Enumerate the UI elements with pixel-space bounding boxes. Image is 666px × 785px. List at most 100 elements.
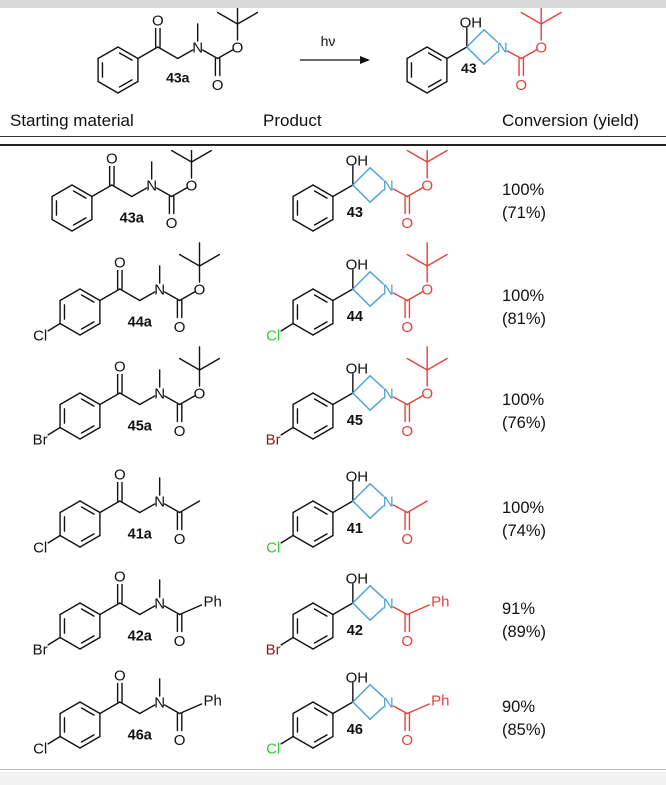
bond (216, 49, 234, 60)
azetidine-bond (369, 167, 385, 181)
halogen-bond (280, 636, 294, 646)
oxygen-atom: O (152, 13, 164, 30)
bond (99, 500, 121, 514)
bond (406, 187, 423, 198)
bond (119, 392, 141, 406)
ring-bond (59, 701, 81, 715)
halogen-atom: Cl (33, 327, 47, 344)
ring-bond (292, 288, 314, 302)
azetidine-bond (369, 684, 385, 698)
bond (155, 187, 173, 198)
bond (139, 291, 156, 302)
azetidine-bond (352, 602, 371, 621)
azetidine-bond (466, 29, 485, 48)
bond (332, 288, 354, 302)
bond (99, 392, 121, 406)
aryl-ring (292, 500, 334, 548)
bond (157, 46, 179, 60)
azetidine-nitrogen-atom: N (383, 494, 394, 511)
ring-double-bond (80, 707, 95, 716)
hydroxyl-label: OH (346, 469, 369, 486)
ring-bond (79, 500, 101, 514)
tbu-methyl-bond (426, 150, 448, 163)
product-label: 41 (347, 521, 363, 537)
ring-double-bond (313, 294, 328, 303)
halogen-atom: Cl (33, 740, 47, 757)
ring-double-bond (80, 608, 95, 617)
azetidine-bond (369, 706, 385, 720)
azetidine-bond (369, 607, 385, 621)
ring-bond (79, 288, 101, 302)
bond (139, 605, 156, 616)
bond (163, 503, 181, 514)
bond (163, 395, 181, 406)
azetidine-bond (466, 46, 485, 65)
ring-bond (426, 80, 448, 94)
azetidine-bond (352, 184, 371, 203)
bond (406, 703, 430, 715)
ring-bond (117, 80, 139, 94)
ester-oxygen-atom: O (535, 40, 547, 57)
halogen-bond (47, 735, 61, 745)
ring-bond (292, 426, 314, 440)
bond (163, 605, 181, 616)
phenyl-group-label: Ph (204, 693, 222, 710)
nitrogen-atom: N (192, 40, 203, 57)
azetidine-bond (352, 375, 371, 394)
carbonyl-oxygen-atom: O (401, 732, 413, 749)
tbu-methyl-bond (190, 150, 213, 163)
ring-bond (97, 80, 119, 94)
ring-double-bond (313, 398, 328, 407)
ring-bond (312, 500, 334, 514)
ring-double-bond (80, 635, 95, 644)
ester-oxygen-atom: O (421, 282, 433, 299)
bond (139, 704, 156, 715)
oxygen-atom: O (174, 423, 186, 440)
ring-bond (117, 46, 139, 60)
carbamate-bond (392, 504, 408, 514)
conversion-value: 100% (502, 499, 545, 517)
hydroxyl-label: OH (460, 15, 483, 32)
oxygen-atom: O (114, 668, 126, 685)
carbamate-bond (392, 705, 408, 715)
tbu-methyl-bond (198, 357, 221, 371)
azetidine-bond (369, 189, 385, 203)
phenyl-group-label: Ph (431, 594, 449, 611)
azetidine-bond (352, 500, 371, 519)
bond (99, 602, 121, 616)
tbu-methyl-bond (426, 357, 448, 371)
ring-bond (51, 184, 73, 198)
bond (520, 49, 537, 60)
ring-bond (292, 602, 314, 616)
azetidine-bond (352, 701, 371, 720)
product-label: 42 (347, 623, 363, 639)
oxygen-atom: O (174, 633, 186, 650)
ring-bond (59, 322, 81, 336)
product-label: 45 (347, 413, 363, 429)
bond (406, 291, 423, 302)
phenyl-group-label: Ph (204, 594, 222, 611)
header-rule (0, 136, 666, 137)
bond (99, 288, 121, 302)
ring-double-bond (118, 79, 133, 88)
label-halo (113, 667, 126, 683)
phenyl-ring (59, 701, 101, 749)
bond (99, 701, 121, 715)
table-structures: ONOO43aOHNOO43ONOOCl44aOHNOOCl44ONOOBr45… (33, 150, 450, 757)
halogen-bond (47, 636, 61, 646)
carbamate-bond (392, 188, 408, 198)
azetidine-bond (352, 483, 371, 502)
ester-oxygen-atom: O (186, 178, 198, 195)
ring-bond (406, 46, 428, 60)
aryl-ring (406, 46, 448, 94)
yield-value: (85%) (502, 721, 547, 739)
ring-bond (71, 218, 93, 232)
scheme-reactant-label: 43a (166, 70, 190, 86)
bond (177, 49, 194, 60)
tbu-methyl-bond (426, 253, 448, 267)
bond (178, 703, 203, 715)
ring-double-bond (313, 533, 328, 542)
